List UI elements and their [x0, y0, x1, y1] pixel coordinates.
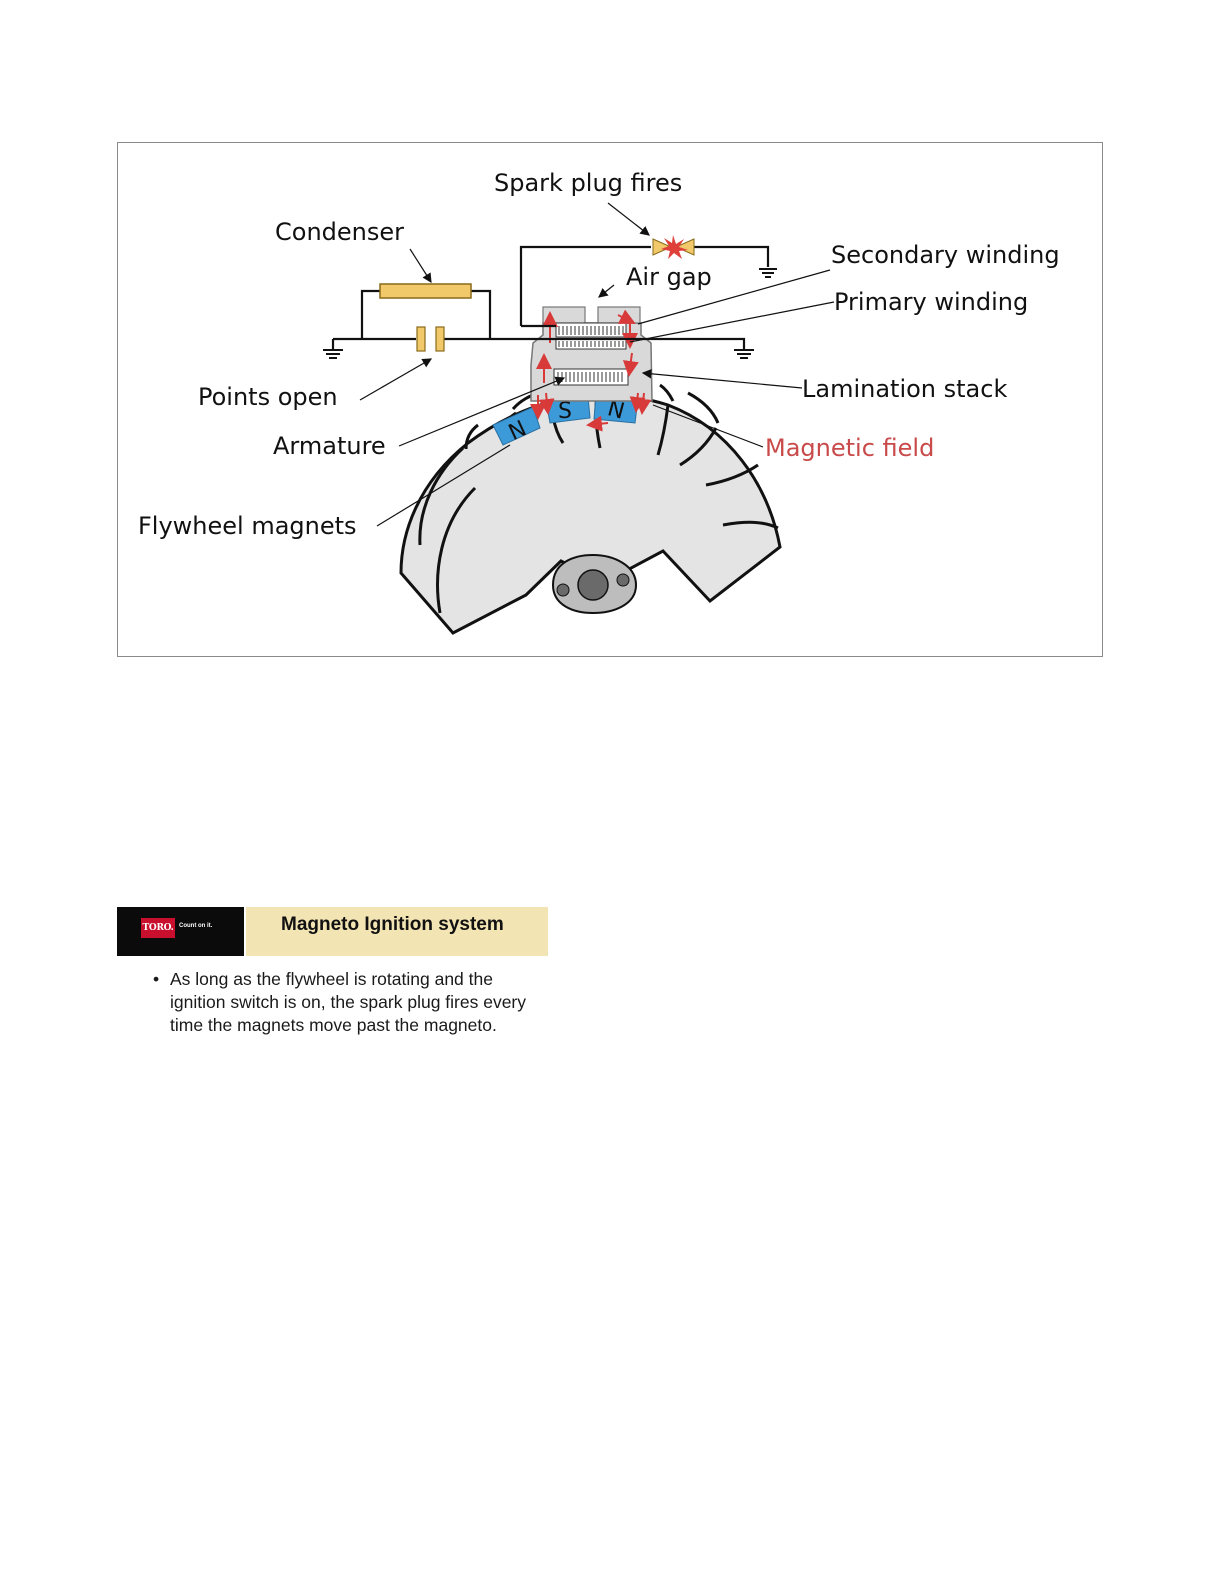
leader-lines [359, 202, 835, 527]
flywheel-hub [551, 553, 638, 615]
flywheel-fins [418, 383, 779, 614]
label-points-open: Points open [198, 383, 338, 411]
bullet-item: • As long as the flywheel is rotating an… [151, 968, 531, 1037]
magnetic-field-arrows [530, 309, 652, 432]
label-condenser: Condenser [275, 218, 404, 246]
toro-logo-tagline: Count on it. [179, 923, 213, 929]
condenser [379, 283, 472, 299]
spark-plug [652, 235, 695, 259]
label-flywheel-magnets: Flywheel magnets [138, 512, 357, 540]
label-magnetic-field: Magnetic field [765, 434, 934, 462]
bullet-text: As long as the flywheel is rotating and … [170, 969, 526, 1035]
label-primary-winding: Primary winding [834, 288, 1028, 316]
magnet-letter: S [558, 399, 572, 424]
circuit-wires [331, 245, 770, 349]
points-contact-left [416, 326, 426, 352]
bullet-dot: • [153, 969, 160, 989]
diagram-frame: N S N [117, 142, 1103, 657]
lower-coil [553, 368, 629, 386]
bullet-list: • As long as the flywheel is rotating an… [151, 968, 531, 1037]
slide-header: TORO. Count on it. Magneto Ignition syst… [117, 907, 548, 956]
slide-title: Magneto Ignition system [281, 914, 504, 935]
label-secondary-winding: Secondary winding [831, 241, 1060, 269]
points-contact-right [435, 326, 445, 352]
magnet-letter: N [605, 396, 627, 424]
ground-symbol-top [759, 268, 777, 278]
toro-logo: TORO. Count on it. [117, 907, 244, 956]
magneto-diagram: N S N [138, 169, 1060, 635]
label-lamination-stack: Lamination stack [802, 375, 1007, 403]
flywheel-magnets: N S N [492, 395, 639, 446]
ground-symbol-right [734, 349, 754, 359]
slide-title-bar: Magneto Ignition system [246, 907, 548, 956]
label-armature: Armature [273, 432, 386, 460]
label-spark-plug: Spark plug fires [494, 169, 682, 197]
toro-logo-badge: TORO. [141, 918, 175, 938]
magnet-n-left [492, 406, 541, 446]
label-air-gap: Air gap [626, 263, 712, 291]
ground-symbol-left [323, 349, 343, 359]
